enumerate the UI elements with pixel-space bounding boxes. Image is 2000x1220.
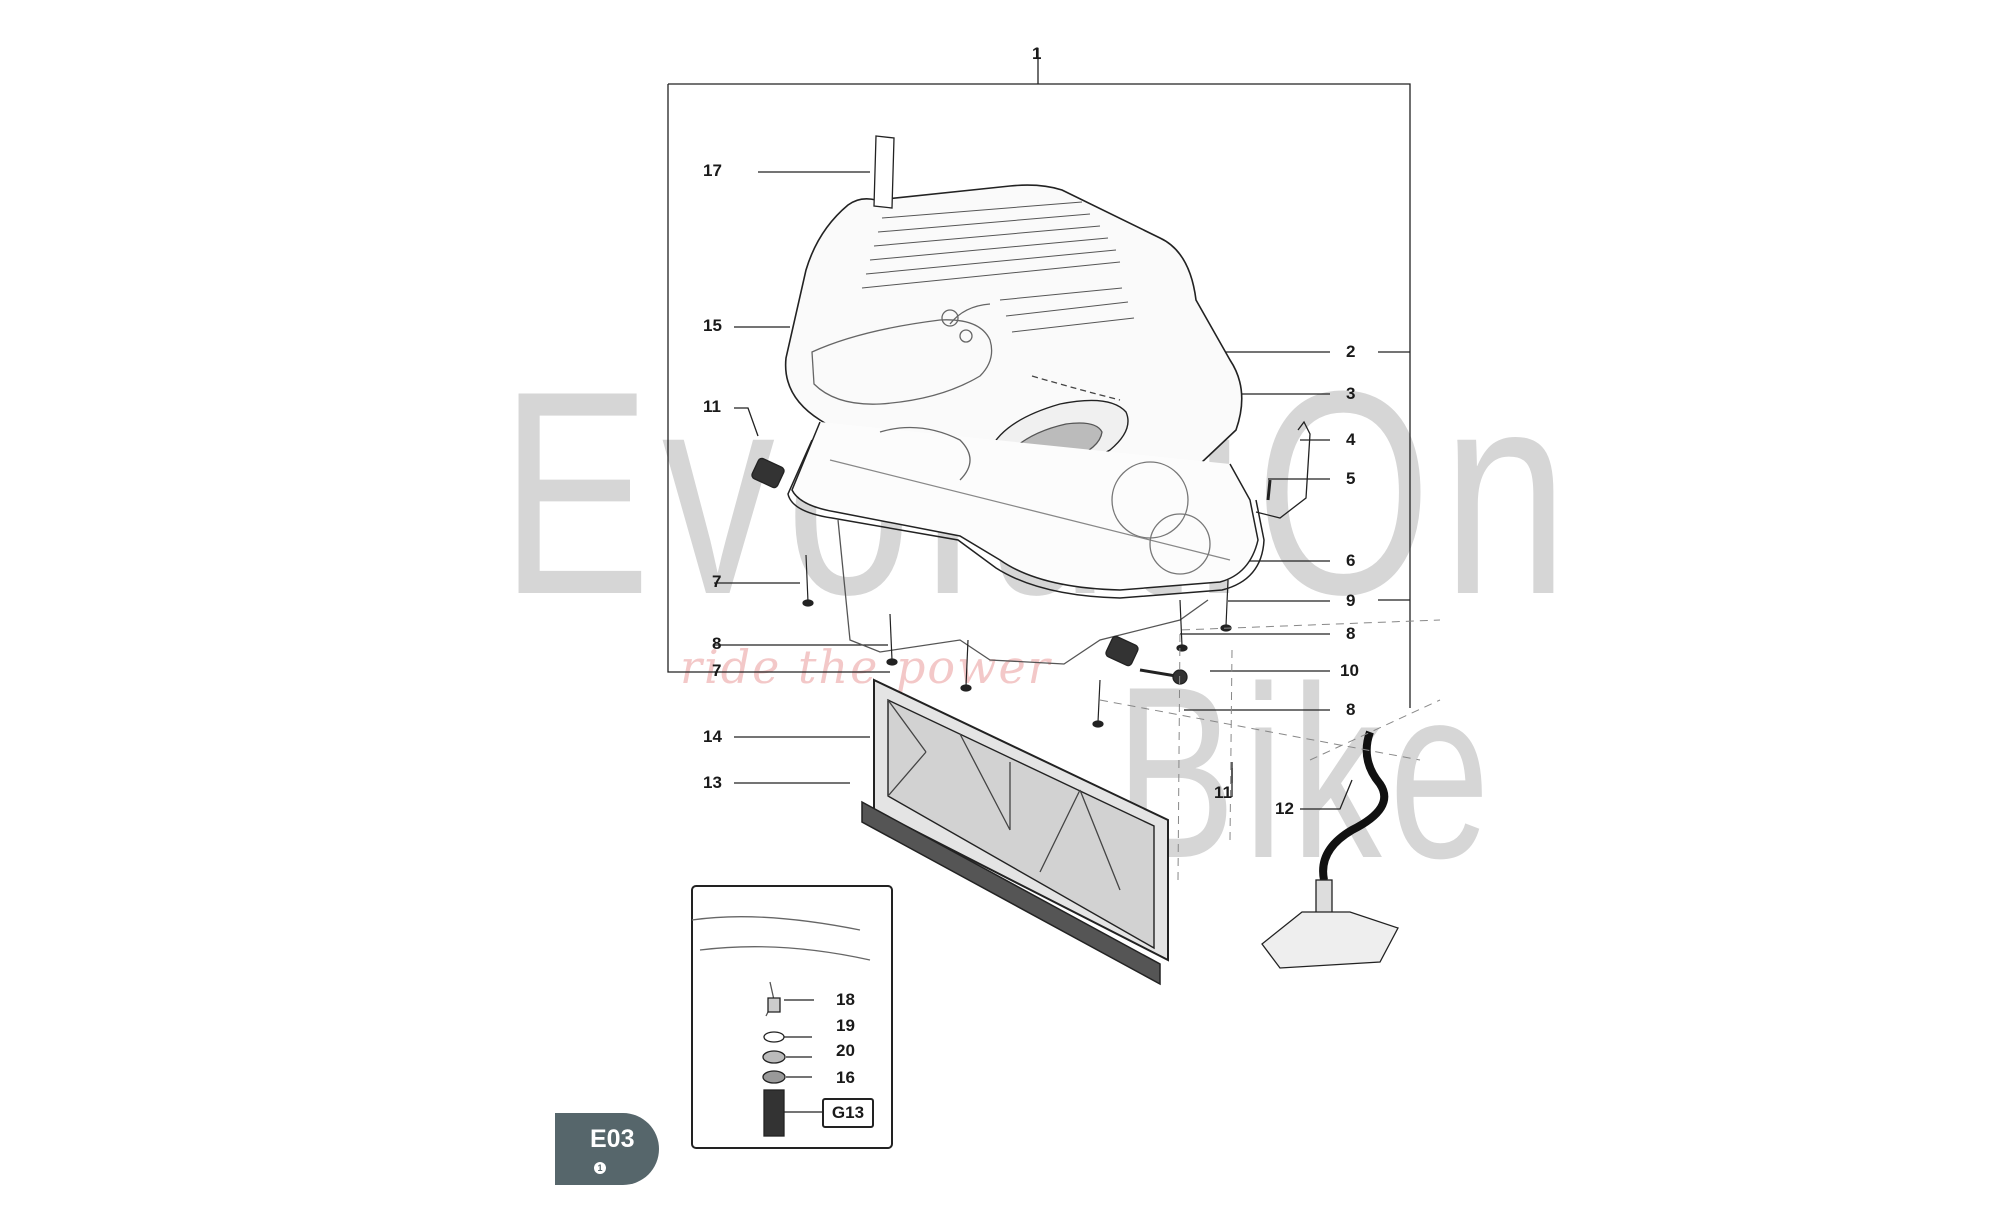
callout-7a: 7 (712, 572, 722, 591)
section-code: E03 (590, 1125, 635, 1153)
filter-seal-13 (861, 800, 1161, 986)
callout-18: 18 (836, 990, 855, 1009)
cover-tab (873, 135, 895, 209)
callout-14: 14 (703, 727, 722, 746)
callout-10: 10 (1340, 661, 1359, 680)
callout-4: 4 (1346, 430, 1356, 449)
section-sub-icon: 1 (594, 1162, 606, 1174)
callout-7b: 7 (712, 661, 722, 680)
callout-3: 3 (1346, 384, 1356, 403)
callout-6: 6 (1346, 551, 1356, 570)
callout-19: 19 (836, 1016, 855, 1035)
callout-13: 13 (703, 773, 722, 792)
bracket-4 (1255, 420, 1311, 519)
callout-9: 9 (1346, 591, 1356, 610)
callout-1: 1 (1032, 44, 1042, 63)
grommet-11b (1105, 635, 1139, 667)
callout-11a: 11 (703, 397, 721, 416)
detail-parts (762, 997, 822, 1137)
detail-callout-g13: G13 (822, 1098, 874, 1128)
callout-16: 16 (836, 1068, 855, 1087)
callout-20: 20 (836, 1041, 855, 1060)
callout-8b: 8 (1346, 624, 1356, 643)
screws (802, 554, 1232, 728)
drain-fitting (1261, 911, 1399, 969)
bolt-5 (1266, 479, 1272, 501)
section-badge: E03 1 (555, 1113, 659, 1185)
detail-inset (691, 885, 893, 1149)
base-gasket-9 (787, 439, 1265, 599)
callout-17: 17 (703, 161, 722, 180)
callout-11b: 11 (1214, 783, 1232, 802)
watermark-bike: Bike (1115, 635, 1498, 909)
callout-5: 5 (1346, 469, 1356, 488)
callout-12: 12 (1275, 799, 1294, 818)
grommet-11a (751, 457, 785, 489)
airbox-base (791, 421, 1259, 591)
callout-8a: 8 (712, 634, 722, 653)
watermark-tagline: ride the power (680, 640, 1052, 694)
callout-15: 15 (703, 316, 722, 335)
callout-2: 2 (1346, 342, 1356, 361)
drain-hose-12 (1319, 730, 1389, 881)
assembly-bracket (667, 48, 1411, 708)
callout-8c: 8 (1346, 700, 1356, 719)
bolt-10 (1139, 668, 1177, 678)
